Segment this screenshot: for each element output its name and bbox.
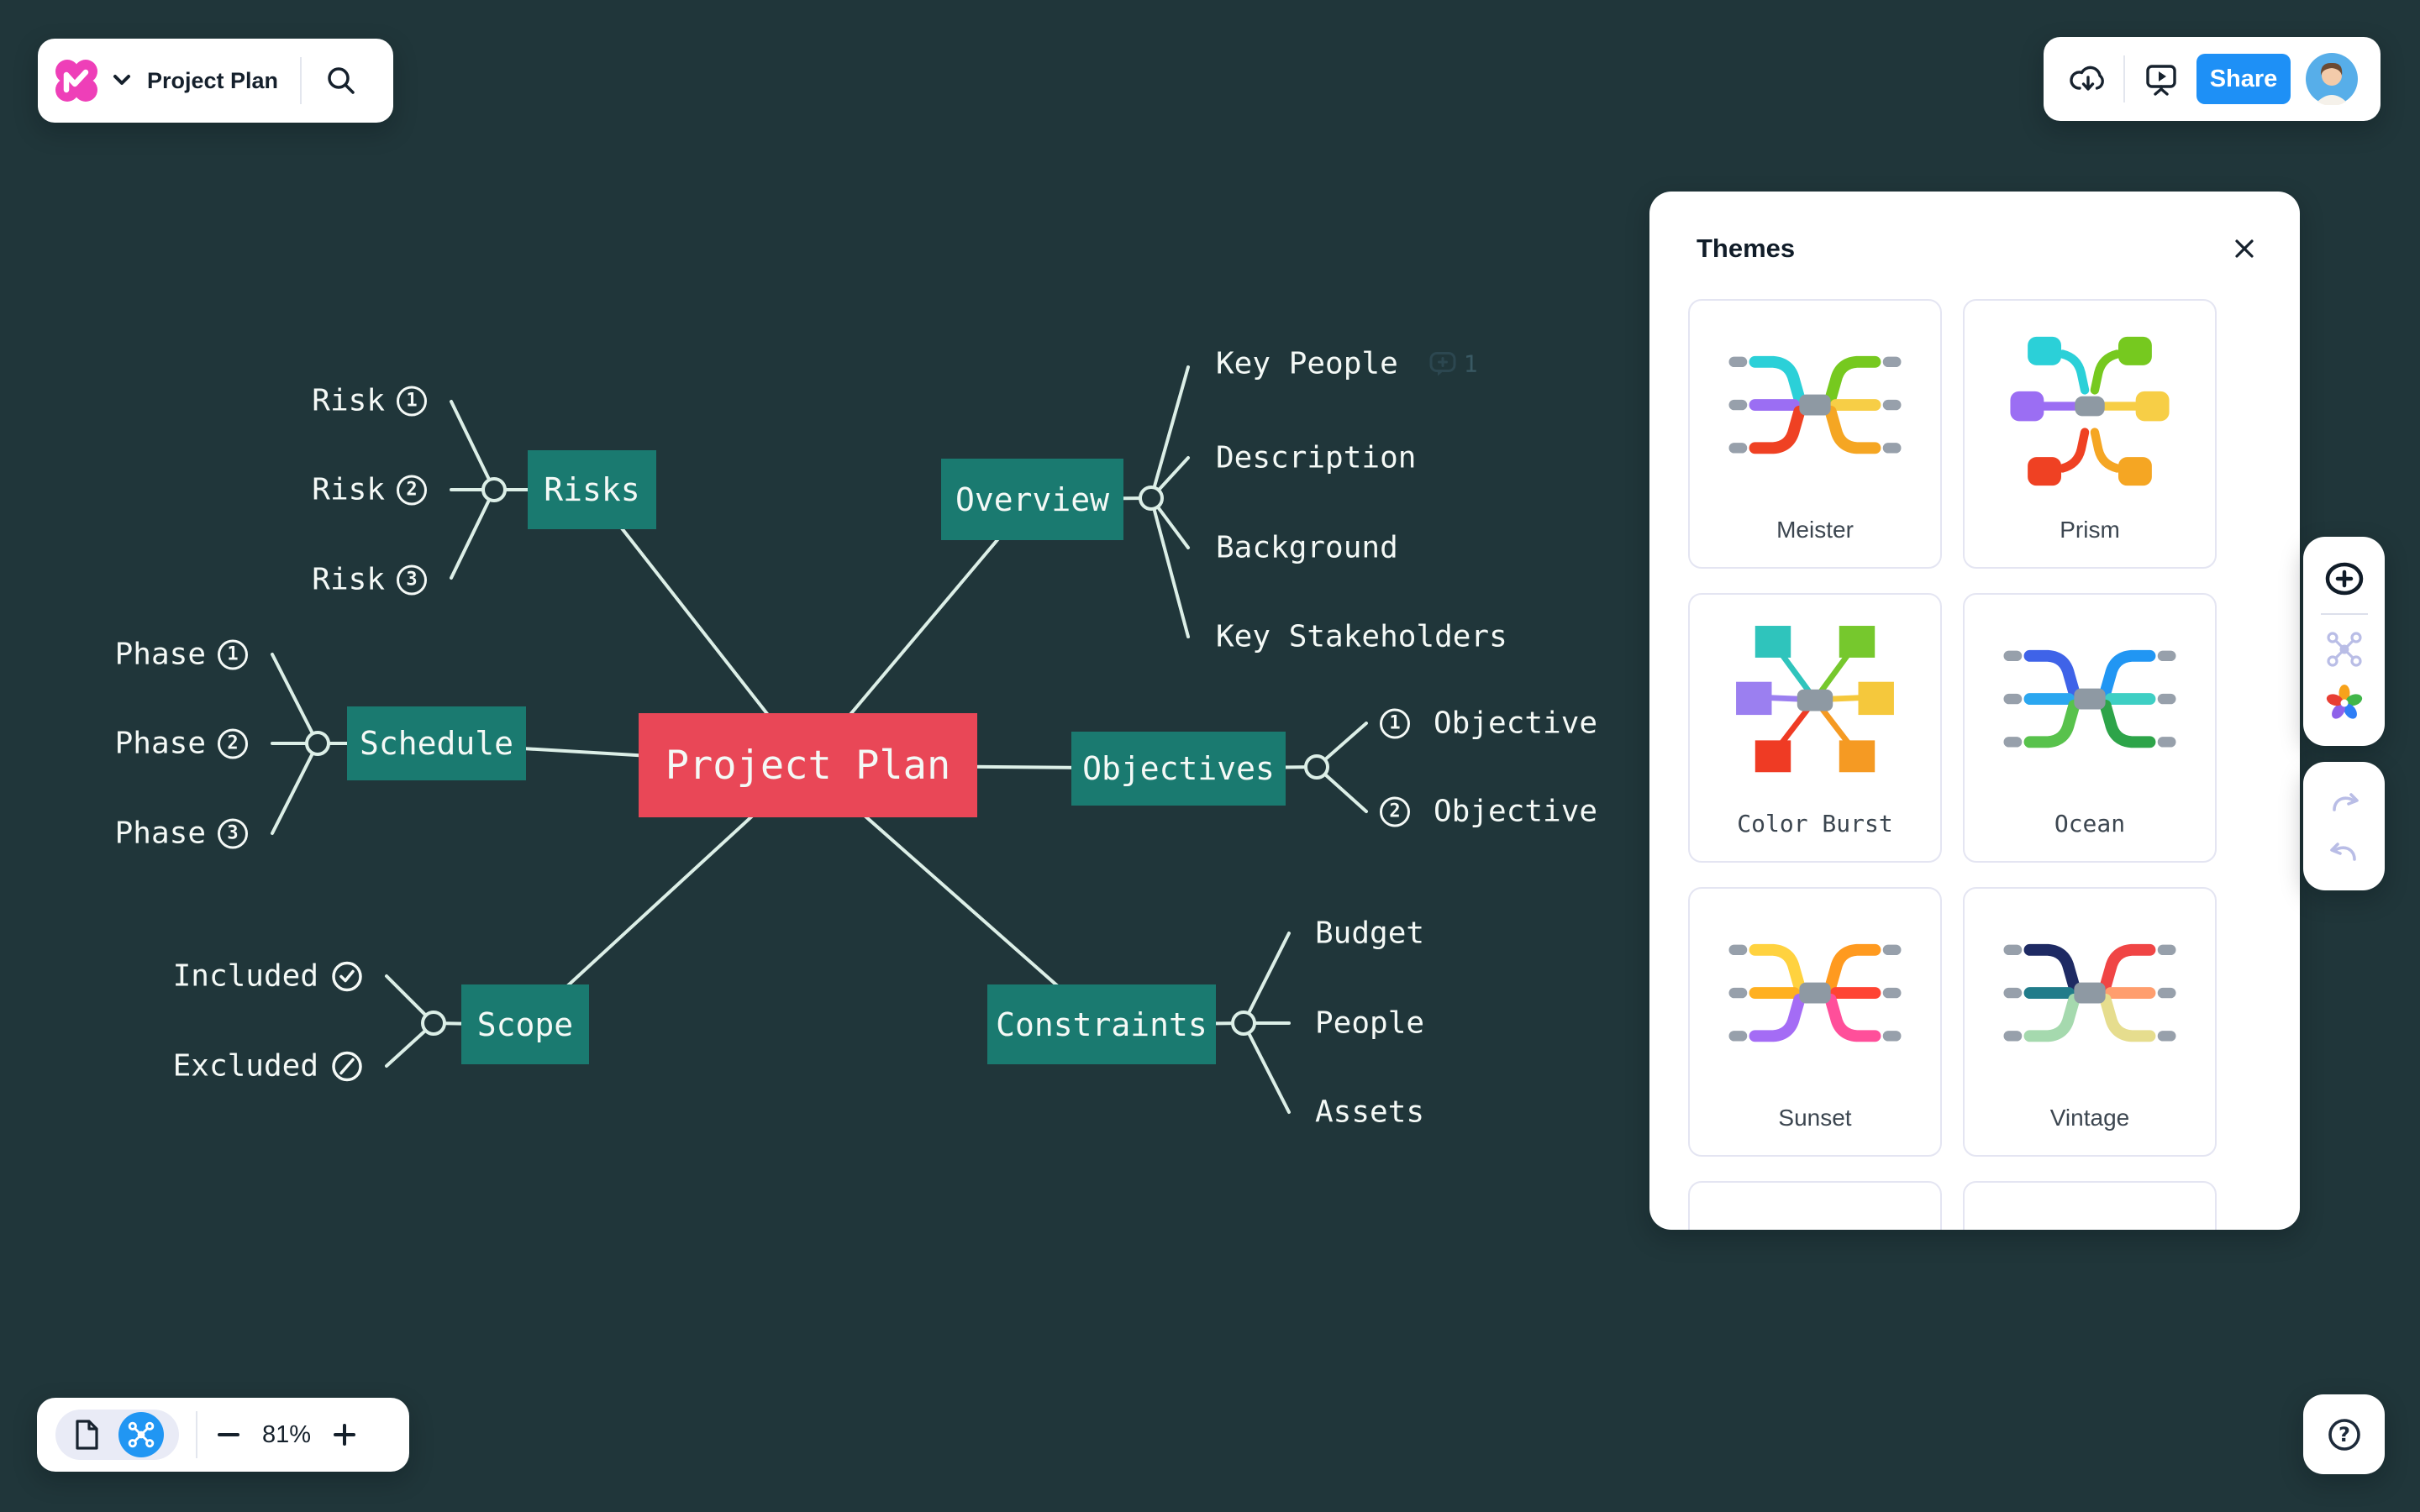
theme-card-ocean[interactable]: Ocean [1963,593,2217,863]
zoom-in-button[interactable] [330,1420,359,1449]
divider [300,57,302,104]
map-child-key-people[interactable]: Key People 1 [1216,346,1478,381]
themes-panel: Themes Meister Prism [1649,192,2300,1230]
layout-nodes-icon[interactable] [2326,631,2363,668]
number-circle-icon: 1 [1380,708,1410,738]
theme-card-partial[interactable] [1688,1181,1942,1230]
number-circle-icon: 3 [218,818,248,848]
add-node-icon[interactable] [2325,561,2364,596]
map-tools [2303,537,2385,746]
map-node-overview[interactable]: Overview [941,459,1123,540]
junction-scope[interactable] [421,1011,446,1036]
map-node-schedule[interactable]: Schedule [347,706,526,780]
map-title: Project Plan [147,67,279,93]
number-circle-icon: 1 [397,386,427,416]
cloud-download-icon[interactable] [2067,58,2109,100]
comment-badge[interactable]: 1 [1428,350,1478,378]
theme-name: Vintage [2049,1105,2130,1131]
junction-objectives[interactable] [1304,754,1329,780]
themes-panel-title: Themes [1697,234,1796,263]
theme-thumbnail [2003,623,2176,779]
divider [196,1411,197,1458]
zoom-out-button[interactable] [214,1420,243,1449]
slash-circle-icon [332,1051,362,1081]
theme-thumbnail [1728,329,1902,485]
theme-thumbnail [2008,329,2172,497]
chevron-down-icon[interactable] [112,74,132,87]
check-circle-icon [332,961,362,991]
map-child-risk-3[interactable]: Risk 3 [312,563,427,597]
map-child-assets[interactable]: Assets [1315,1095,1425,1130]
map-node-risks[interactable]: Risks [528,450,656,529]
search-icon[interactable] [325,65,357,97]
avatar[interactable] [2305,53,2358,105]
junction-constraints[interactable] [1231,1011,1256,1036]
junction-risks[interactable] [481,477,507,502]
help-button[interactable]: ? [2303,1394,2385,1474]
mindmap-view-toggle[interactable] [118,1412,164,1457]
document-toolbar: Project Plan [38,39,393,123]
theme-card-meister[interactable]: Meister [1688,299,1942,569]
junction-overview[interactable] [1139,486,1164,511]
map-node-constraints[interactable]: Constraints [987,984,1216,1064]
theme-card-prism[interactable]: Prism [1963,299,2217,569]
map-child-people[interactable]: People [1315,1005,1425,1041]
comment-count: 1 [1463,349,1478,378]
actions-toolbar: Share [2044,37,2381,121]
divider [2320,612,2368,615]
map-child-phase-2[interactable]: Phase 2 [115,727,248,761]
undo-icon[interactable] [2326,834,2363,868]
theme-card-color-burst[interactable]: Color Burst [1688,593,1942,863]
map-child-risk-1[interactable]: Risk 1 [312,384,427,418]
map-child-excluded[interactable]: Excluded [173,1049,364,1084]
theme-name: Sunset [1778,1105,1852,1131]
divider [2123,55,2125,102]
number-circle-icon: 1 [218,639,248,669]
number-circle-icon: 3 [397,564,427,595]
comment-bubble-icon [1429,351,1456,375]
presentation-icon[interactable] [2140,58,2182,100]
view-toggle [55,1410,179,1460]
zoom-level: 81% [261,1420,312,1448]
theme-name: Meister [1776,517,1854,543]
map-child-objective-1[interactable]: 1 Objective [1380,706,1597,741]
theme-card-sunset[interactable]: Sunset [1688,887,1942,1157]
map-child-key-stakeholders[interactable]: Key Stakeholders [1216,619,1507,654]
map-child-risk-2[interactable]: Risk 2 [312,473,427,507]
themes-flower-icon[interactable] [2326,684,2363,722]
theme-name: Ocean [2054,810,2126,837]
map-node-center[interactable]: Project Plan [639,713,977,817]
map-child-objective-2[interactable]: 2 Objective [1380,795,1597,829]
map-child-background[interactable]: Background [1216,530,1398,565]
map-node-scope[interactable]: Scope [461,984,589,1064]
map-node-objectives[interactable]: Objectives [1071,732,1286,806]
map-child-included[interactable]: Included [173,959,364,994]
theme-card-vintage[interactable]: Vintage [1963,887,2217,1157]
map-child-phase-1[interactable]: Phase 1 [115,638,248,672]
number-circle-icon: 2 [397,475,427,505]
history-tools [2303,762,2385,890]
theme-name: Color Burst [1737,810,1893,837]
theme-card-partial[interactable] [1963,1181,2217,1230]
document-view-icon[interactable] [71,1418,103,1452]
theme-name: Prism [2060,517,2120,543]
theme-thumbnail [2003,917,2176,1073]
theme-thumbnail [1731,623,1899,785]
theme-thumbnail [1728,917,1902,1073]
theme-grid: Meister Prism Color Burst Ocean [1649,264,2300,1230]
svg-text:?: ? [2338,1423,2350,1446]
share-button[interactable]: Share [2196,54,2291,104]
mindmeister-logo[interactable] [53,57,100,104]
map-child-description[interactable]: Description [1216,440,1417,475]
redo-icon[interactable] [2326,785,2363,818]
number-circle-icon: 2 [1380,796,1410,827]
zoom-toolbar: 81% [37,1398,409,1472]
map-child-budget[interactable]: Budget [1315,916,1425,951]
number-circle-icon: 2 [218,728,248,759]
close-icon[interactable] [2233,237,2256,260]
help-icon: ? [2328,1418,2360,1451]
junction-schedule[interactable] [305,731,330,756]
map-child-phase-3[interactable]: Phase 3 [115,816,248,851]
